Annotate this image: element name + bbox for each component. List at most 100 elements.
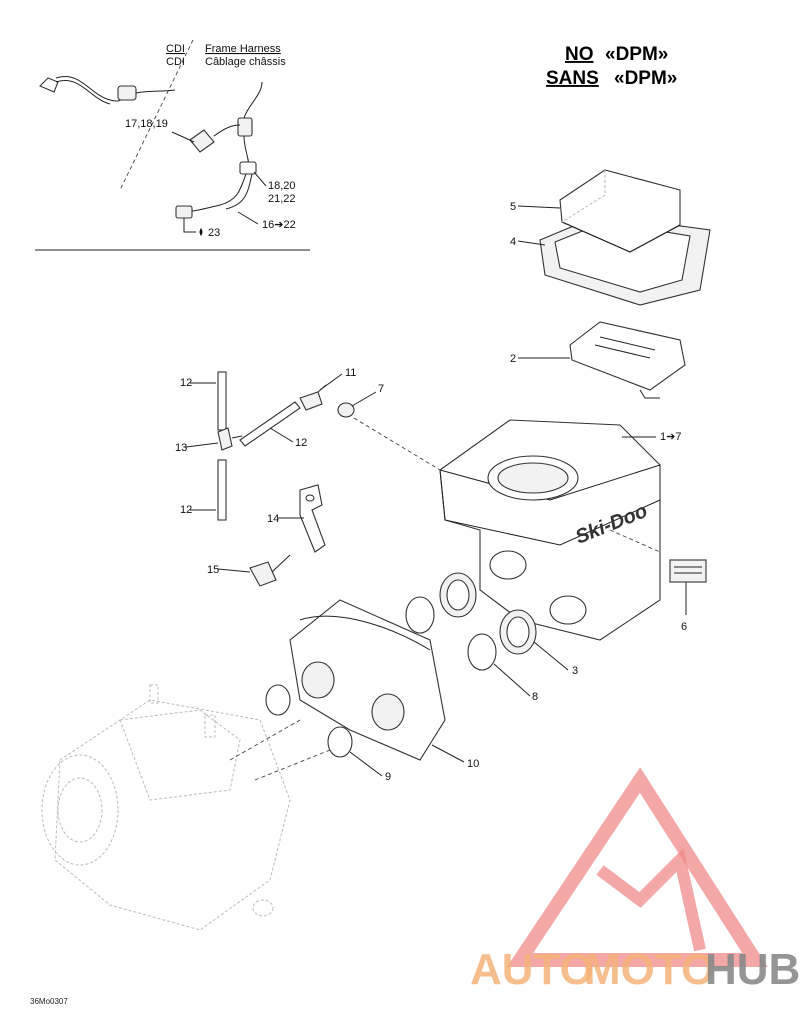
clip-15	[249, 561, 277, 587]
sans-word: SANS	[546, 68, 599, 89]
label-frame-harness: Frame Harness	[205, 43, 281, 55]
grommet-dash	[353, 417, 441, 471]
adaptors-clamps: 3 8	[405, 572, 578, 703]
temp-sensor	[175, 205, 193, 219]
no-dpm: «DPM»	[605, 44, 668, 65]
callout-13: 13	[175, 442, 187, 454]
leader-13	[185, 442, 219, 448]
silencer-top-edge	[439, 464, 661, 501]
foam-edge	[561, 221, 681, 253]
callout-23: 23	[208, 227, 220, 239]
engine-dash-2	[254, 749, 331, 781]
clip-pin	[271, 554, 291, 573]
carburetors: 10 9	[265, 599, 479, 783]
leader-11	[319, 373, 343, 391]
bracket-hole	[305, 494, 315, 502]
watermark-auto: AUTO	[470, 945, 594, 994]
elbow-11	[299, 391, 323, 411]
frame-connector	[237, 117, 253, 137]
callout-3: 3	[572, 665, 578, 677]
callout-2: 2	[510, 353, 516, 365]
watermark-m-stroke	[596, 848, 706, 952]
leader-15	[217, 568, 251, 573]
watermark-moto: MOTO	[584, 945, 715, 994]
cdi-wire-3	[135, 89, 176, 94]
silencer-lid-edge	[439, 469, 661, 546]
engine-cylinder	[119, 709, 241, 801]
decal-dash	[609, 529, 661, 553]
watermark-triangle	[506, 767, 768, 967]
callout-1-7: 1➔7	[660, 431, 681, 443]
foam-hidden-edge	[561, 170, 606, 223]
spark-plug-1	[149, 684, 159, 704]
tee-stub	[231, 435, 243, 439]
retainer-plate	[569, 321, 686, 391]
no-word: NO	[565, 44, 594, 65]
plate-slot-2	[599, 336, 656, 351]
leader-4	[517, 240, 546, 246]
engine-ghost	[41, 684, 331, 931]
callout-12a: 12	[180, 377, 192, 389]
silencer-outlet-2	[549, 595, 587, 625]
leader-23	[183, 218, 196, 233]
hose-12-top	[217, 371, 227, 431]
leader-3	[533, 641, 569, 671]
clamp-9b	[327, 726, 353, 758]
carburetor-1	[301, 661, 335, 699]
callout-4: 4	[510, 236, 516, 248]
spark-plug-2	[204, 714, 216, 738]
engine-flywheel-inner	[57, 777, 103, 843]
callout-18-20: 18,20	[268, 180, 296, 192]
connector-wire	[213, 124, 241, 137]
callout-16-22: 16➔22	[262, 219, 296, 231]
callout-11: 11	[345, 367, 356, 379]
frame-wire-2	[243, 135, 249, 166]
leader-18	[253, 171, 267, 187]
leader-5	[517, 205, 561, 209]
engine-flywheel	[41, 754, 119, 866]
callout-14: 14	[267, 513, 279, 525]
leader-16	[237, 211, 259, 225]
leader-10	[431, 744, 465, 763]
brackets: 14 15	[207, 484, 326, 587]
callout-15: 15	[207, 564, 219, 576]
cdi-wire-2	[55, 79, 111, 105]
throttle-cable	[299, 615, 431, 651]
plate-2: 2	[510, 321, 686, 399]
clamp-8a	[405, 596, 435, 634]
silencer-outlet-1	[489, 550, 527, 580]
callout-9: 9	[385, 771, 391, 783]
sensor-wire-2	[225, 173, 253, 210]
callout-8: 8	[532, 691, 538, 703]
frame-connector-2	[239, 161, 257, 175]
leader-9	[349, 751, 383, 777]
hose-12-diagonal	[239, 401, 301, 447]
tee-13	[217, 427, 233, 451]
hose-12-bottom	[217, 459, 227, 521]
adaptor-3a-inner	[446, 579, 470, 611]
callout-7: 7	[378, 383, 384, 395]
leader-17	[171, 131, 195, 143]
engine-outline	[54, 699, 291, 931]
callout-6: 6	[681, 621, 687, 633]
label-cdi-bottom: CDI	[166, 56, 185, 68]
plate-slot-1	[594, 344, 651, 359]
drawing-code: 36Mo0307	[30, 997, 68, 1006]
engine-shaft	[252, 899, 274, 917]
filter-assembly: 5 4	[510, 169, 711, 306]
connector-17-18-19	[189, 129, 215, 153]
callout-12b: 12	[295, 437, 307, 449]
callout-21-22: 21,22	[268, 193, 296, 205]
callout-12c: 12	[180, 504, 192, 516]
label-cablage-chassis: Câblage châssis	[205, 56, 286, 68]
label-cdi-top: CDI	[166, 43, 185, 55]
clamp-9a	[265, 684, 291, 716]
harness-inset: CDI CDI Frame Harness Câblage châssis 17…	[35, 39, 310, 251]
cdi-plug	[39, 77, 59, 93]
sans-dpm: «DPM»	[614, 68, 677, 89]
decal-6	[669, 559, 707, 583]
plate-tab	[639, 389, 660, 399]
bracket-14	[299, 484, 326, 553]
watermark-logo: AUTO MOTO HUB	[470, 767, 800, 994]
callout-5: 5	[510, 201, 516, 213]
